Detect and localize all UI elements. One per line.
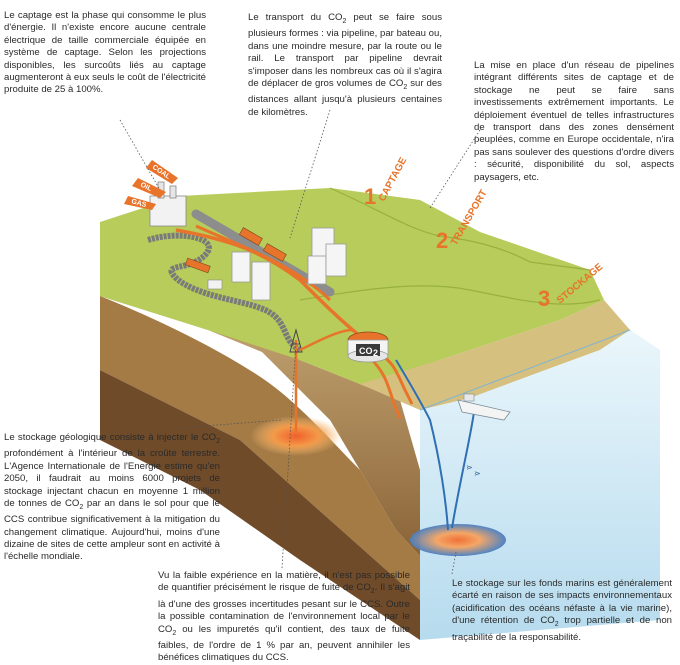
leader-fuite: [281, 341, 297, 569]
building: [325, 243, 347, 277]
co2-subscript: 2: [554, 621, 559, 629]
transport-text-a: Le transport du CO: [248, 12, 343, 23]
offshore-pipeline: [451, 411, 475, 529]
step-number-2: 2: [436, 228, 448, 253]
building: [251, 261, 271, 301]
vehicles: [184, 227, 287, 290]
hill-ridge-2: [299, 285, 601, 305]
hill-ridge-1: [329, 187, 591, 271]
co2-subscript: 2: [216, 437, 220, 445]
transport-text-c: sur des distances allant jusqu'à plusieu…: [248, 77, 442, 118]
land-pipeline-2: [195, 224, 332, 302]
geo-text-b: profondément à l'intérieur de la croûte …: [4, 448, 220, 509]
tank-label-sub: 2: [373, 348, 378, 358]
marin-text-a: Le stockage sur les fonds marins est gén…: [452, 578, 672, 627]
co2-subscript: 2: [172, 629, 177, 637]
fuel-arrow-oil: [132, 178, 166, 198]
step-number-1: 1: [364, 184, 376, 209]
fuite-text-a: Vu la faible expérience en la matière, i…: [158, 570, 410, 594]
building: [231, 251, 251, 283]
leader-reseau: [429, 129, 481, 209]
seabed-storage-zone: [410, 524, 506, 556]
marin-text-b: trop partielle et de non traçabilité de …: [452, 615, 672, 643]
tanker-ship: [457, 393, 511, 421]
geological-storage-description: Le stockage géologique consiste à inject…: [4, 432, 220, 564]
land-block: [100, 187, 630, 640]
land-pipeline: [175, 228, 362, 338]
coastal-pipeline-to-sea: [395, 359, 449, 531]
building: [307, 255, 327, 285]
train-car: [207, 279, 223, 290]
pipeline-network-description: La mise en place d'un réseau de pipeline…: [474, 60, 674, 184]
leak-risk-description: Vu la faible expérience en la matière, i…: [158, 570, 410, 665]
fish-icon: ⋗: [474, 469, 481, 478]
geo-text-a: Le stockage géologique consiste à inject…: [4, 432, 217, 443]
co2-subscript: 2: [403, 83, 408, 91]
fuel-arrow-coal: [146, 160, 178, 184]
tank-label: CO: [359, 346, 373, 356]
co2-subscript: 2: [370, 588, 375, 596]
transport-description: Le transport du CO2 peut se faire sous p…: [248, 12, 442, 119]
seabed-storage-description: Le stockage sur les fonds marins est gén…: [452, 578, 672, 644]
co2-subscript: 2: [79, 503, 84, 511]
leader-marin: [451, 551, 457, 575]
captage-description: Le captage est la phase qui consomme le …: [4, 10, 206, 97]
geo-text-c: par an dans le sol pour que le CCS contr…: [4, 497, 220, 563]
leader-captage: [119, 119, 161, 191]
co2-tank: CO 2: [347, 331, 389, 363]
leader-transport: [289, 109, 331, 239]
train-car: [184, 257, 211, 274]
fuite-text-b: . Il s'agit là d'une des grosses incerti…: [158, 582, 410, 635]
pipe-to-well: [299, 328, 353, 352]
fuite-text-c: ou les impuretés qu'il contient, des tau…: [158, 623, 410, 664]
grass-surface: [100, 188, 604, 384]
step-number-3: 3: [538, 286, 550, 311]
sea-surface-line: [419, 329, 631, 411]
geological-storage-zone: [250, 416, 342, 456]
deep-layer: [100, 370, 420, 640]
fish-icon: ⋗: [466, 463, 473, 472]
fuel-label-oil: OIL: [139, 182, 153, 194]
transport-text-b: peut se faire sous plusieurs formes : vi…: [248, 12, 442, 89]
rail-track: [147, 232, 302, 353]
step-label-captage: CAPTAGE: [377, 155, 409, 203]
leader-lines: [119, 109, 481, 575]
fuel-arrow-gas: [124, 196, 156, 210]
buildings: [231, 227, 347, 301]
pipeline-to-coast-2: [370, 358, 402, 419]
power-plant: [149, 181, 187, 227]
truck: [262, 243, 287, 262]
sea-block: ⋗ ⋗: [395, 329, 660, 640]
coast-slope: [360, 300, 630, 410]
reseau-text: La mise en place d'un réseau de pipeline…: [474, 60, 674, 183]
co2-subscript: 2: [342, 17, 347, 25]
truck: [238, 227, 263, 246]
fuel-label-gas: GAS: [130, 198, 147, 209]
captage-text: Le captage est la phase qui consomme le …: [4, 10, 206, 96]
